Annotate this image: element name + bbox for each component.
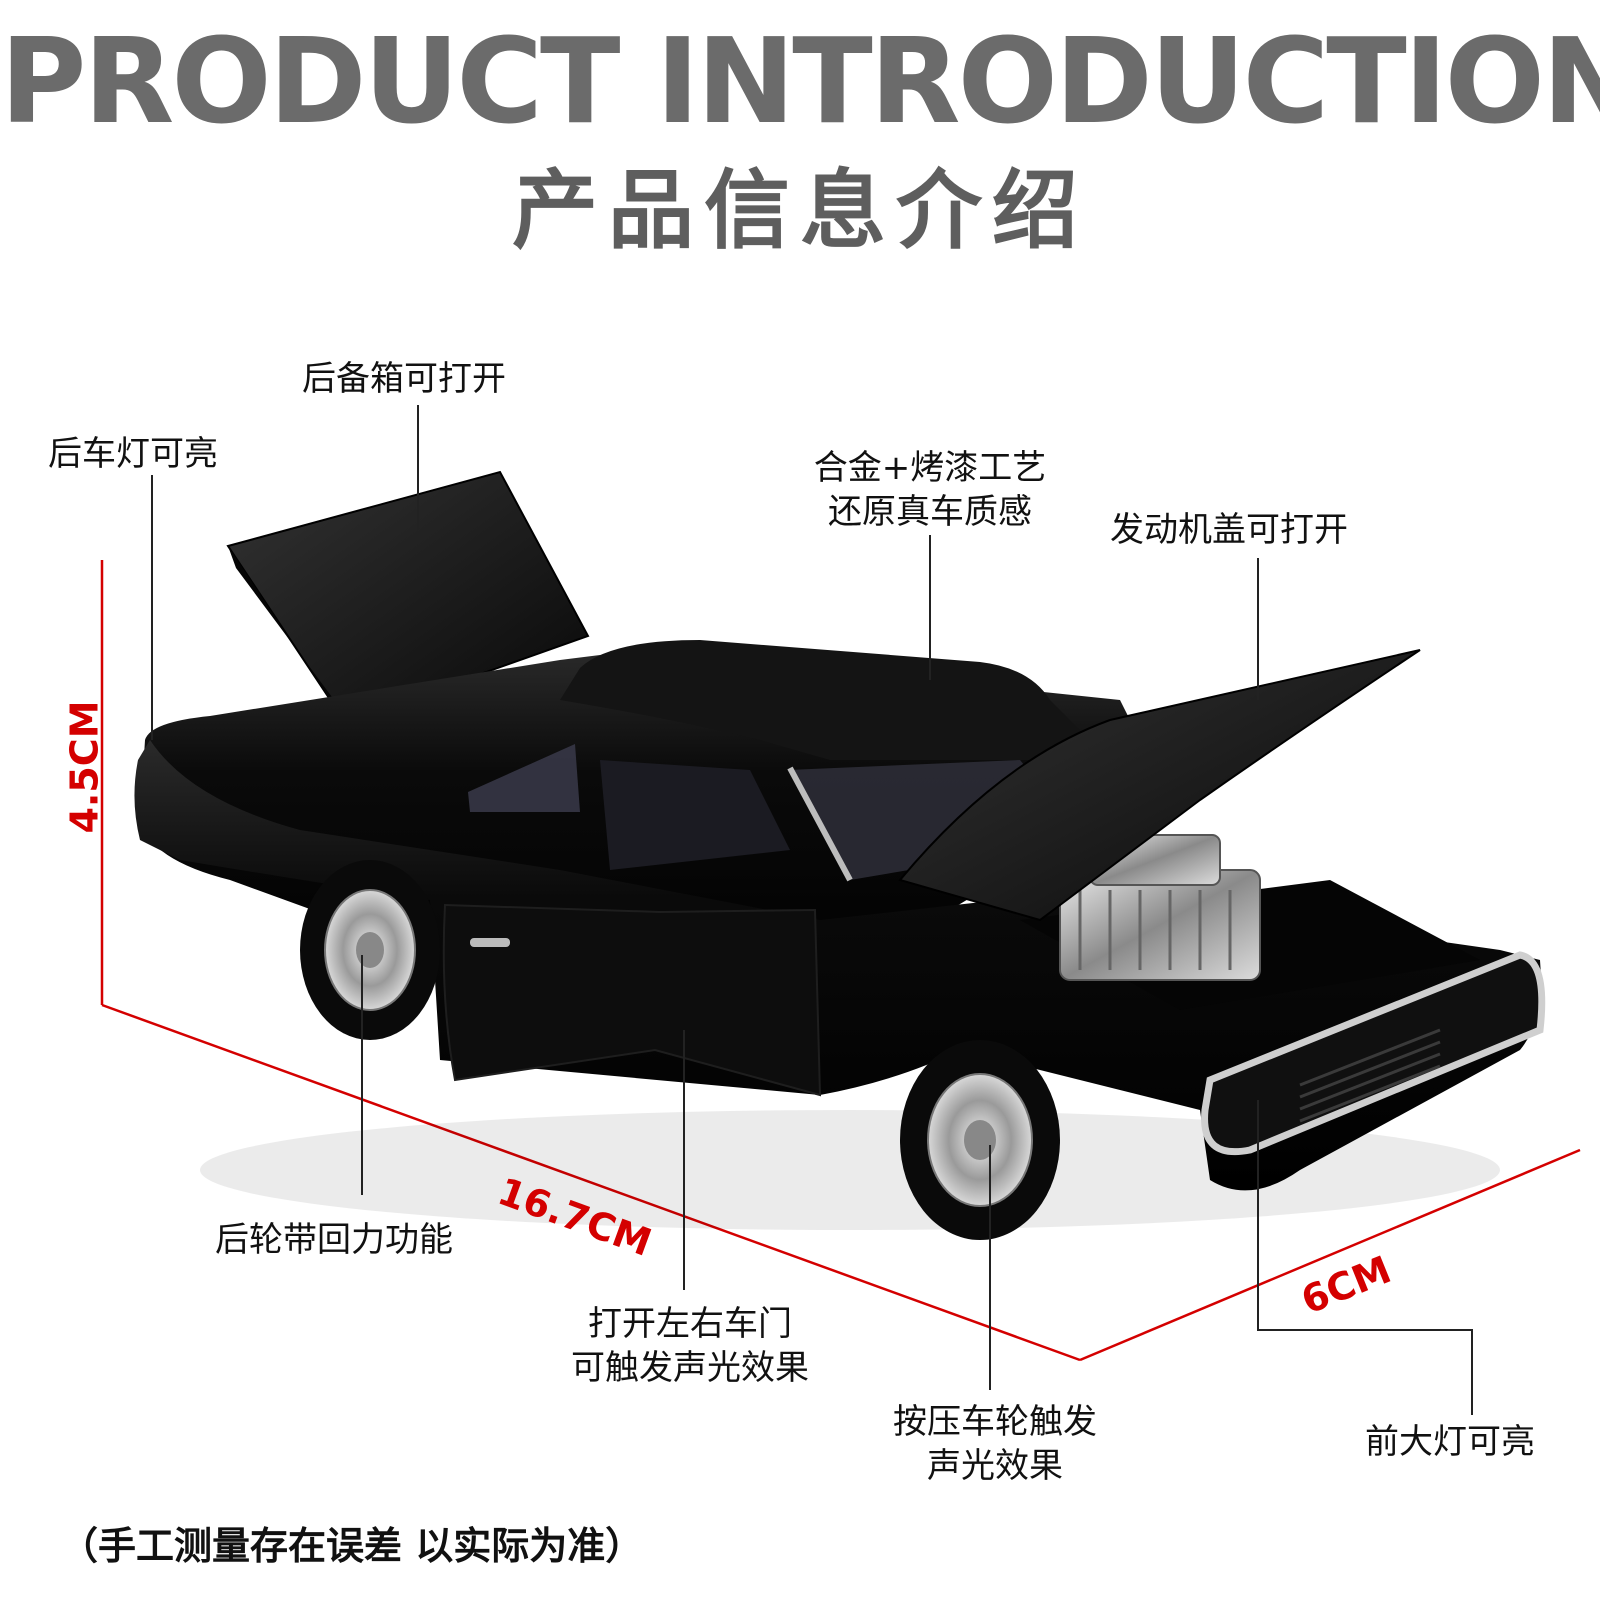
dimension-lines	[100, 560, 1581, 1362]
label-tail-lights: 后车灯可亮	[48, 434, 218, 474]
label-doors-line2: 可触发声光效果	[571, 1348, 809, 1388]
label-headlights: 前大灯可亮	[1365, 1422, 1535, 1462]
leader-headlights	[1257, 1100, 1473, 1415]
rear-side-window	[468, 744, 580, 812]
title-english: PRODUCT INTRODUCTION	[0, 12, 1600, 150]
label-doors: 打开左右车门 可触发声光效果	[540, 1302, 840, 1390]
rear-wheel	[300, 860, 440, 1040]
door-handle	[470, 938, 510, 947]
car-body-side	[134, 740, 1541, 1191]
door-window	[600, 760, 790, 870]
label-wheel-press: 按压车轮触发 声光效果	[860, 1400, 1130, 1488]
label-pullback: 后轮带回力功能	[215, 1220, 453, 1260]
label-hood: 发动机盖可打开	[1110, 510, 1348, 550]
label-alloy: 合金+烤漆工艺 还原真车质感	[780, 446, 1080, 534]
front-wheel	[900, 1040, 1060, 1240]
footnote: （手工测量存在误差 以实际为准）	[60, 1524, 644, 1568]
callout-lines	[151, 405, 1473, 1415]
width-dimension-line	[1079, 1148, 1581, 1362]
title-chinese: 产品信息介绍	[512, 161, 1088, 261]
length-dimension-line	[101, 1003, 1081, 1362]
grille-slats	[1299, 1028, 1441, 1123]
label-doors-line1: 打开左右车门	[588, 1304, 792, 1344]
label-alloy-line1: 合金+烤漆工艺	[813, 448, 1047, 488]
car-shadow	[200, 1110, 1500, 1230]
hood	[898, 649, 1421, 922]
label-alloy-line2: 还原真车质感	[828, 492, 1032, 532]
label-wheel-press-line1: 按压车轮触发	[893, 1402, 1097, 1442]
dimension-height: 4.5CM	[62, 700, 107, 834]
label-trunk: 后备箱可打开	[302, 359, 506, 399]
front-grille	[1201, 951, 1546, 1156]
open-door	[442, 903, 822, 1097]
label-wheel-press-line2: 声光效果	[927, 1446, 1063, 1486]
car-roof	[560, 640, 1110, 760]
